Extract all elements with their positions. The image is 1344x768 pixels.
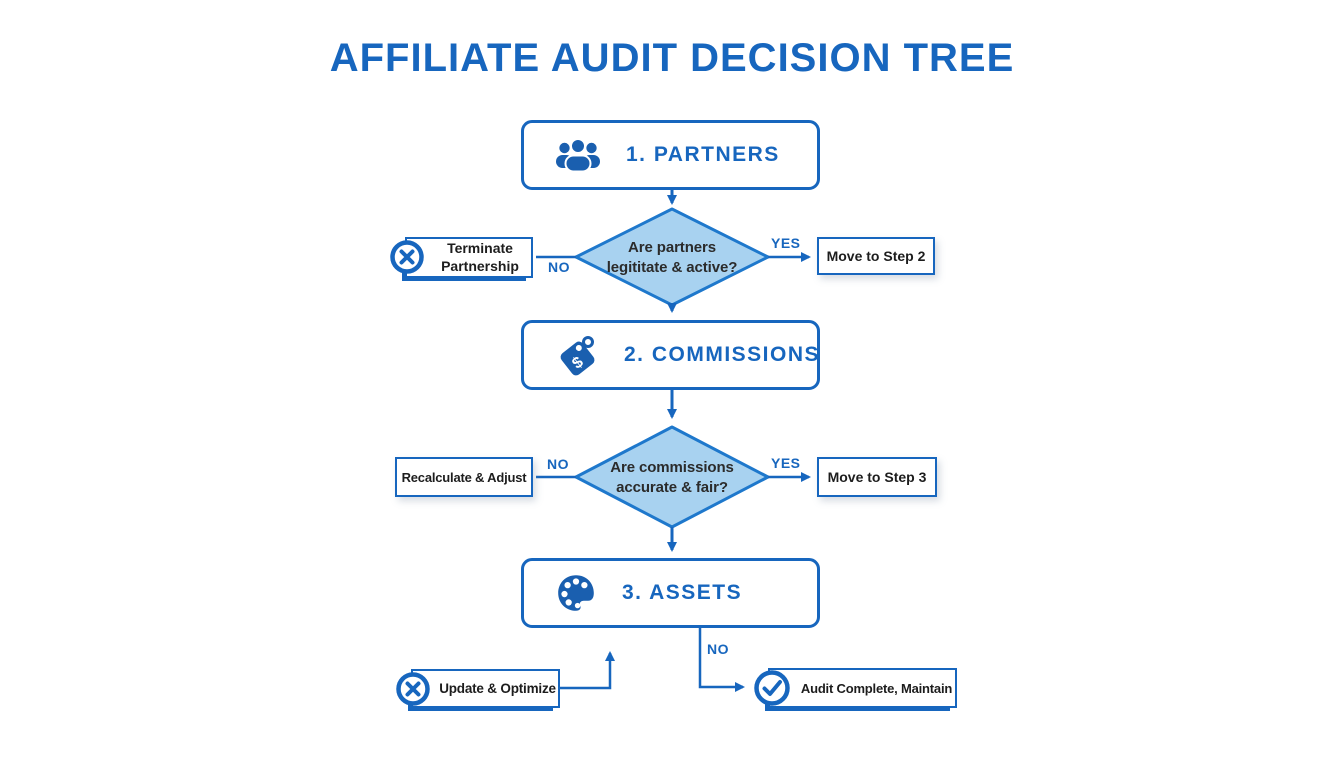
step-label-commissions: 2. COMMISSIONS bbox=[624, 343, 821, 366]
update-optimize-box: Update & Optimize bbox=[411, 669, 560, 708]
decision1-question: Are partners legititate & active? bbox=[577, 238, 767, 277]
decision2-question-line2: accurate & fair? bbox=[616, 478, 728, 496]
page-title: AFFILIATE AUDIT DECISION TREE bbox=[329, 36, 1015, 80]
step-label-assets: 3. ASSETS bbox=[622, 581, 743, 604]
arrow-step3-no-to-complete bbox=[698, 628, 745, 692]
step-label-partners: 1. PARTNERS bbox=[626, 143, 780, 166]
decision2-question: Are commissions accurate & fair? bbox=[577, 458, 767, 497]
decision2-question-line1: Are commissions bbox=[610, 459, 734, 476]
price-tag-icon: $ bbox=[560, 336, 595, 376]
step-box-commissions: $ 2. COMMISSIONS bbox=[521, 320, 820, 390]
audit-complete-box: Audit Complete, Maintain bbox=[768, 668, 957, 708]
arrow-update-loop-to-step3 bbox=[560, 651, 615, 690]
x-circle-icon bbox=[396, 672, 430, 706]
people-icon bbox=[556, 138, 600, 173]
step-box-assets: 3. ASSETS bbox=[521, 558, 820, 628]
decision2-yes-label: YES bbox=[771, 455, 801, 471]
decision1-yes-label: YES bbox=[771, 235, 801, 251]
move-to-step2-box: Move to Step 2 bbox=[817, 237, 935, 275]
recalculate-adjust-box: Recalculate & Adjust bbox=[395, 457, 533, 497]
palette-icon bbox=[558, 575, 594, 611]
check-circle-icon bbox=[754, 670, 790, 706]
decision1-question-line2: legititate & active? bbox=[606, 258, 738, 276]
decision2-no-label: NO bbox=[547, 456, 569, 472]
decision1-no-label: NO bbox=[548, 259, 570, 275]
final-no-label: NO bbox=[707, 641, 729, 657]
x-circle-icon bbox=[390, 240, 424, 274]
move-to-step3-box: Move to Step 3 bbox=[817, 457, 937, 497]
step-box-partners: 1. PARTNERS bbox=[521, 120, 820, 190]
decision1-question-line1: Are partners bbox=[627, 239, 716, 256]
